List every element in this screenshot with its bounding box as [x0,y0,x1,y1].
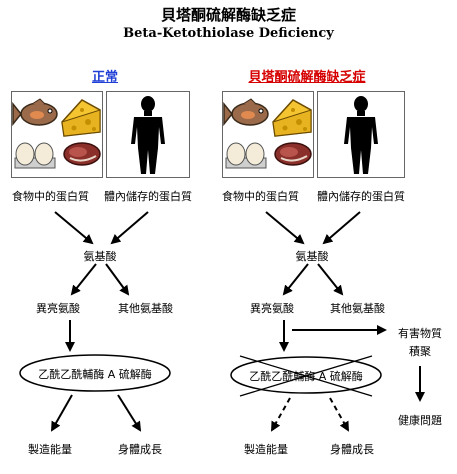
arrow-amino-to-other-normal [105,263,130,296]
human-silhouette-icon [344,96,378,174]
arrow-amino-to-other-deficiency [317,263,344,296]
deficiency-growth: 身體成長 [330,443,374,456]
deficiency-heading: 貝塔酮硫解酶缺乏症 [248,70,366,85]
normal-growth: 身體成長 [118,443,162,456]
arrow-amino-to-isoleucine-deficiency [282,263,309,296]
normal-food-panel [11,91,103,178]
deficiency-food-panel [222,91,314,178]
fish-icon [223,98,269,127]
normal-food-illustration [12,98,101,169]
deficiency-energy: 製造能量 [244,443,288,456]
deficiency-food-illustration [223,98,312,169]
cheese-icon [61,99,101,137]
deficiency-other-amino-acids: 其他氨基酸 [330,302,385,315]
arrow-body-to-amino-deficiency [322,211,361,245]
deficiency-enzyme-label: 乙酰乙酰輔酶 A 硫解酶 [249,370,363,383]
arrow-food-to-amino-normal [54,211,94,245]
dashed-arrow-to-growth-deficiency [329,397,349,432]
arrow-body-to-amino-normal [110,211,149,245]
arrow-amino-to-isoleucine-normal [70,263,97,296]
dashed-arrow-to-energy-deficiency [271,397,291,432]
deficiency-amino-acids: 氨基酸 [295,250,329,263]
eggs-icon [225,142,267,169]
normal-other-amino-acids: 其他氨基酸 [118,302,173,315]
enzyme-ellipse-deficiency [230,356,382,394]
normal-heading: 正常 [91,70,118,85]
cheese-icon [272,99,312,137]
page-title: 貝塔酮硫解酶缺乏症 [160,6,296,24]
deficiency-body-panel [317,91,405,178]
arrow-enzyme-to-energy-normal [51,394,73,432]
steak-icon [63,142,101,166]
fish-icon [12,98,58,127]
normal-body-panel [106,91,190,178]
arrow-food-to-amino-deficiency [265,211,305,245]
deficiency-food-label: 食物中的蛋白質 [222,190,299,203]
deficiency-isoleucine: 異亮氨酸 [250,302,294,315]
normal-energy: 製造能量 [28,443,72,456]
harmful-substances-line2: 積聚 [409,345,431,358]
human-silhouette-icon [131,96,165,174]
deficiency-body-label: 體內儲存的蛋白質 [317,190,405,203]
normal-isoleucine: 異亮氨酸 [36,302,80,315]
eggs-icon [14,142,56,169]
normal-amino-acids: 氨基酸 [83,250,117,263]
normal-body-label: 體內儲存的蛋白質 [104,190,192,203]
normal-food-label: 食物中的蛋白質 [12,190,89,203]
health-problems: 健康問題 [398,414,442,427]
page-subtitle: Beta-Ketothiolase Deficiency [123,26,334,41]
harmful-substances-line1: 有害物質 [398,327,442,340]
arrow-enzyme-to-growth-normal [117,394,142,432]
enzyme-ellipse-normal [19,354,171,392]
steak-icon [274,142,312,166]
normal-enzyme-label: 乙酰乙酰輔酶 A 硫解酶 [38,368,152,381]
enzyme-cross-line-2 [239,355,373,397]
